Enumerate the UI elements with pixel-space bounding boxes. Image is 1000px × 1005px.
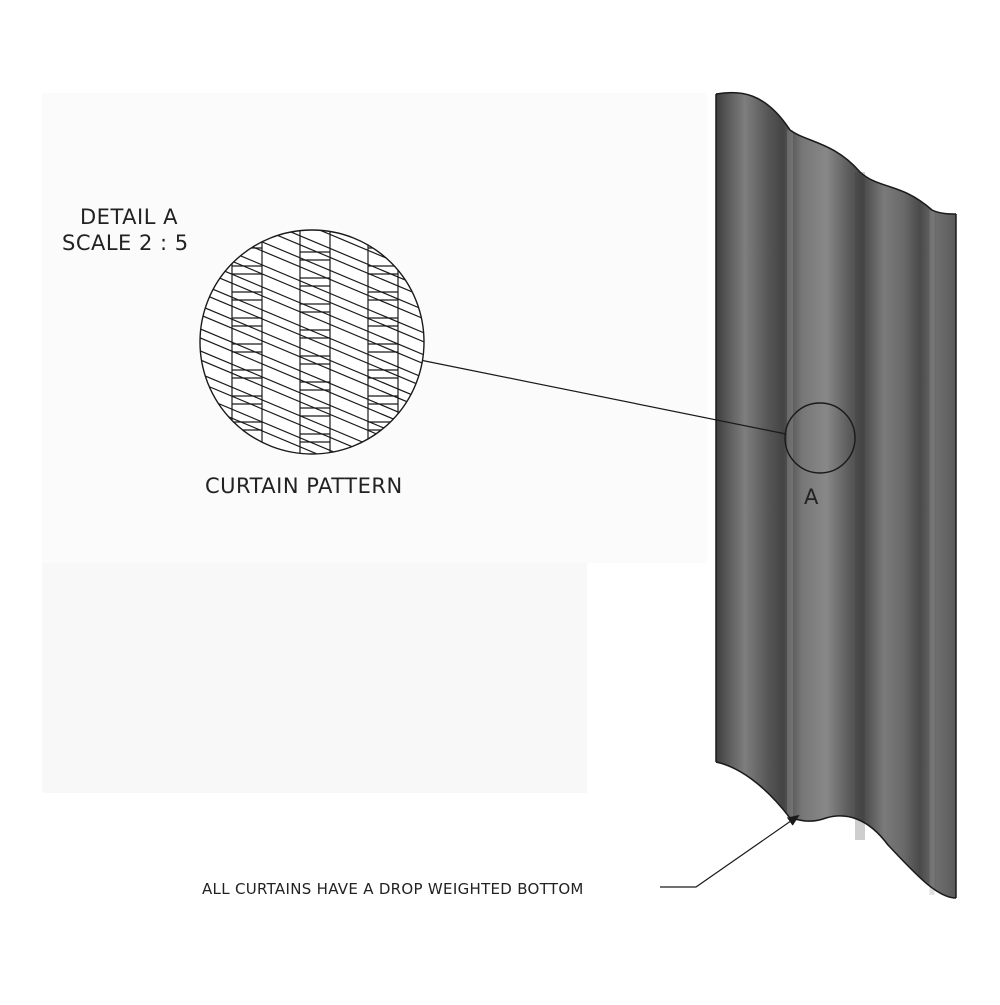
curtain-body xyxy=(716,92,956,899)
detail-view-border xyxy=(199,229,425,455)
detail-leader-line xyxy=(419,359,787,435)
curtain-bottom-edge xyxy=(715,761,957,899)
bottom-note-leader xyxy=(660,814,800,888)
detail-marker-label: A xyxy=(804,485,819,509)
weave-diagonal-strand xyxy=(200,230,424,322)
weave-diagonal-strand xyxy=(200,274,424,390)
weave-diagonal-strand xyxy=(200,373,424,454)
weave-diagonal-strand xyxy=(200,296,424,412)
weave-diagonal-strand xyxy=(200,386,424,454)
weave-diagonal-strand xyxy=(200,260,424,376)
detail-caption: CURTAIN PATTERN xyxy=(205,474,403,498)
bottom-note: ALL CURTAINS HAVE A DROP WEIGHTED BOTTOM xyxy=(202,880,584,898)
detail-scale: SCALE 2 : 5 xyxy=(62,231,189,255)
detail-marker-circle xyxy=(784,402,856,474)
weave-diagonal-strand xyxy=(200,305,424,421)
weave-diagonal-strand xyxy=(200,283,424,399)
detail-title: DETAIL A xyxy=(80,205,178,229)
curtain xyxy=(715,91,957,899)
weave-diagonal-strand xyxy=(200,364,424,454)
weave-diagonal-strand xyxy=(200,230,424,309)
sheet-panel-lower xyxy=(42,563,587,793)
curtain-top-edge xyxy=(715,91,957,215)
detail-view-pattern xyxy=(200,230,424,454)
